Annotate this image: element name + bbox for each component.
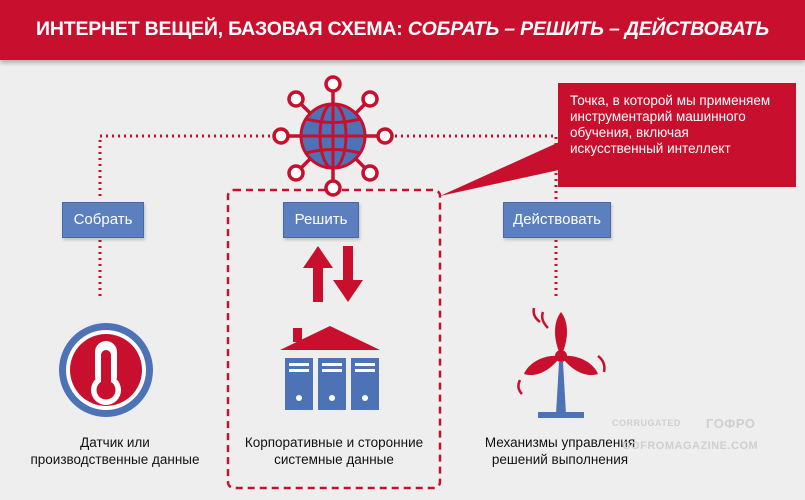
- watermark-line1: CORRUGATED: [612, 418, 681, 428]
- stage-collect-label: Собрать: [62, 202, 144, 238]
- sensor-caption-line2: производственные данные: [30, 452, 200, 467]
- title-plain: ИНТЕРНЕТ ВЕЩЕЙ, БАЗОВАЯ СХЕМА:: [36, 18, 408, 40]
- callout-text: Точка, в которой мы применяем инструмент…: [570, 93, 771, 156]
- callout-box: [558, 83, 796, 187]
- systems-caption-line1: Корпоративные и сторонние: [244, 435, 424, 450]
- sensor-caption: Датчик или производственные данные: [30, 434, 200, 468]
- systems-caption: Корпоративные и сторонние системные данн…: [236, 434, 432, 468]
- page-title: ИНТЕРНЕТ ВЕЩЕЙ, БАЗОВАЯ СХЕМА: СОБРАТЬ –…: [0, 0, 805, 60]
- connector-to-collect: [98, 134, 270, 200]
- connector-lines: [98, 134, 558, 300]
- callout-pointer: [440, 138, 568, 196]
- house-servers-icon: [280, 326, 380, 410]
- sensor-caption-line1: Датчик или: [80, 435, 150, 450]
- actuators-caption-line1: Механизмы управления: [484, 435, 636, 450]
- globe-network-icon: [272, 75, 394, 197]
- watermark-brand: ГОФРО: [706, 416, 756, 431]
- actuators-caption: Механизмы управления решений выполнения: [470, 434, 650, 468]
- header-banner: [0, 0, 805, 60]
- stage-decide-label: Решить: [283, 202, 359, 238]
- title-italic: СОБРАТЬ – РЕШИТЬ – ДЕЙСТВОВАТЬ: [407, 18, 769, 40]
- wind-turbine-icon: [517, 307, 606, 418]
- systems-caption-line2: системные данные: [274, 452, 394, 467]
- stage-act-label: Действовать: [503, 202, 611, 238]
- thermometer-icon: [59, 323, 153, 417]
- bidirectional-arrows-icon: [303, 246, 363, 302]
- actuators-caption-line2: решений выполнения: [491, 452, 629, 467]
- watermark-line2: GOFROMAGAZINE.COM: [622, 440, 759, 452]
